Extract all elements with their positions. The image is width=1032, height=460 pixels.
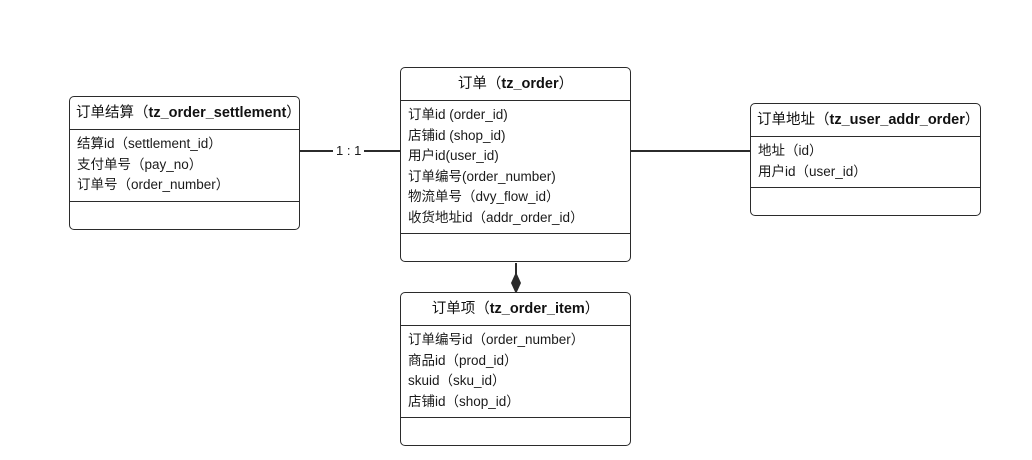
attribute-row: 店铺id（shop_id） (408, 393, 520, 409)
diamond-arrow-icon (511, 272, 521, 294)
entity-attributes-tz-user-addr-order: 地址（id） 用户id（user_id） (751, 137, 980, 188)
paren-open: （ (475, 301, 490, 317)
entity-table-name: tz_order_settlement (148, 105, 287, 121)
paren-close: ） (584, 301, 600, 317)
attribute-row: 订单编号(order_number) (408, 168, 556, 184)
paren-open: （ (815, 112, 830, 128)
attribute-row: 订单号（order_number） (77, 177, 230, 192)
attribute-row: 结算id（settlement_id） (77, 136, 222, 151)
entity-footer-compartment (751, 188, 980, 215)
paren-close: ） (558, 76, 574, 92)
entity-footer-compartment (401, 234, 630, 261)
entity-name-cn: 订单地址 (757, 112, 815, 128)
attribute-row: skuid（sku_id） (408, 373, 506, 388)
entity-footer-compartment (401, 418, 630, 445)
attribute-row: 物流单号（dvy_flow_id） (408, 189, 560, 204)
attribute-row: 支付单号（pay_no） (77, 156, 203, 172)
paren-close: ） (286, 105, 300, 121)
attribute-row: 收货地址id（addr_order_id） (408, 209, 584, 225)
connector-order-address (631, 150, 750, 152)
paren-close: ） (964, 112, 980, 128)
entity-title-tz-user-addr-order: 订单地址（tz_user_addr_order） (751, 104, 980, 137)
entity-attributes-tz-order-settlement: 结算id（settlement_id） 支付单号（pay_no） 订单号（ord… (70, 130, 299, 202)
entity-attributes-tz-order-item: 订单编号id（order_number） 商品id（prod_id） skuid… (401, 326, 630, 418)
entity-title-tz-order-item: 订单项（tz_order_item） (401, 293, 630, 326)
entity-title-tz-order-settlement: 订单结算（tz_order_settlement） (70, 97, 299, 130)
attribute-row: 店铺id (shop_id) (408, 127, 506, 143)
attribute-row: 地址（id） (758, 143, 823, 158)
entity-attributes-tz-order: 订单id (order_id) 店铺id (shop_id) 用户id(user… (401, 101, 630, 234)
entity-tz-order[interactable]: 订单（tz_order） 订单id (order_id) 店铺id (shop_… (400, 67, 631, 262)
attribute-row: 订单id (order_id) (408, 107, 508, 122)
attribute-row: 用户id(user_id) (408, 148, 499, 163)
paren-open: （ (134, 105, 149, 121)
entity-tz-order-item[interactable]: 订单项（tz_order_item） 订单编号id（order_number） … (400, 292, 631, 446)
entity-name-cn: 订单项 (431, 301, 476, 317)
attribute-row: 订单编号id（order_number） (408, 332, 585, 347)
attribute-row: 商品id（prod_id） (408, 352, 518, 368)
entity-name-cn: 订单 (457, 76, 487, 92)
entity-table-name: tz_order_item (489, 301, 585, 317)
entity-name-cn: 订单结算 (76, 105, 134, 121)
entity-table-name: tz_user_addr_order (829, 112, 965, 128)
entity-footer-compartment (70, 202, 299, 229)
entity-title-tz-order: 订单（tz_order） (401, 68, 630, 101)
entity-tz-user-addr-order[interactable]: 订单地址（tz_user_addr_order） 地址（id） 用户id（use… (750, 103, 981, 216)
paren-open: （ (486, 76, 502, 92)
attribute-row: 用户id（user_id） (758, 163, 867, 179)
entity-tz-order-settlement[interactable]: 订单结算（tz_order_settlement） 结算id（settlemen… (69, 96, 300, 230)
entity-table-name: tz_order (501, 76, 559, 92)
cardinality-label-settlement-order: 1 : 1 (333, 143, 365, 158)
